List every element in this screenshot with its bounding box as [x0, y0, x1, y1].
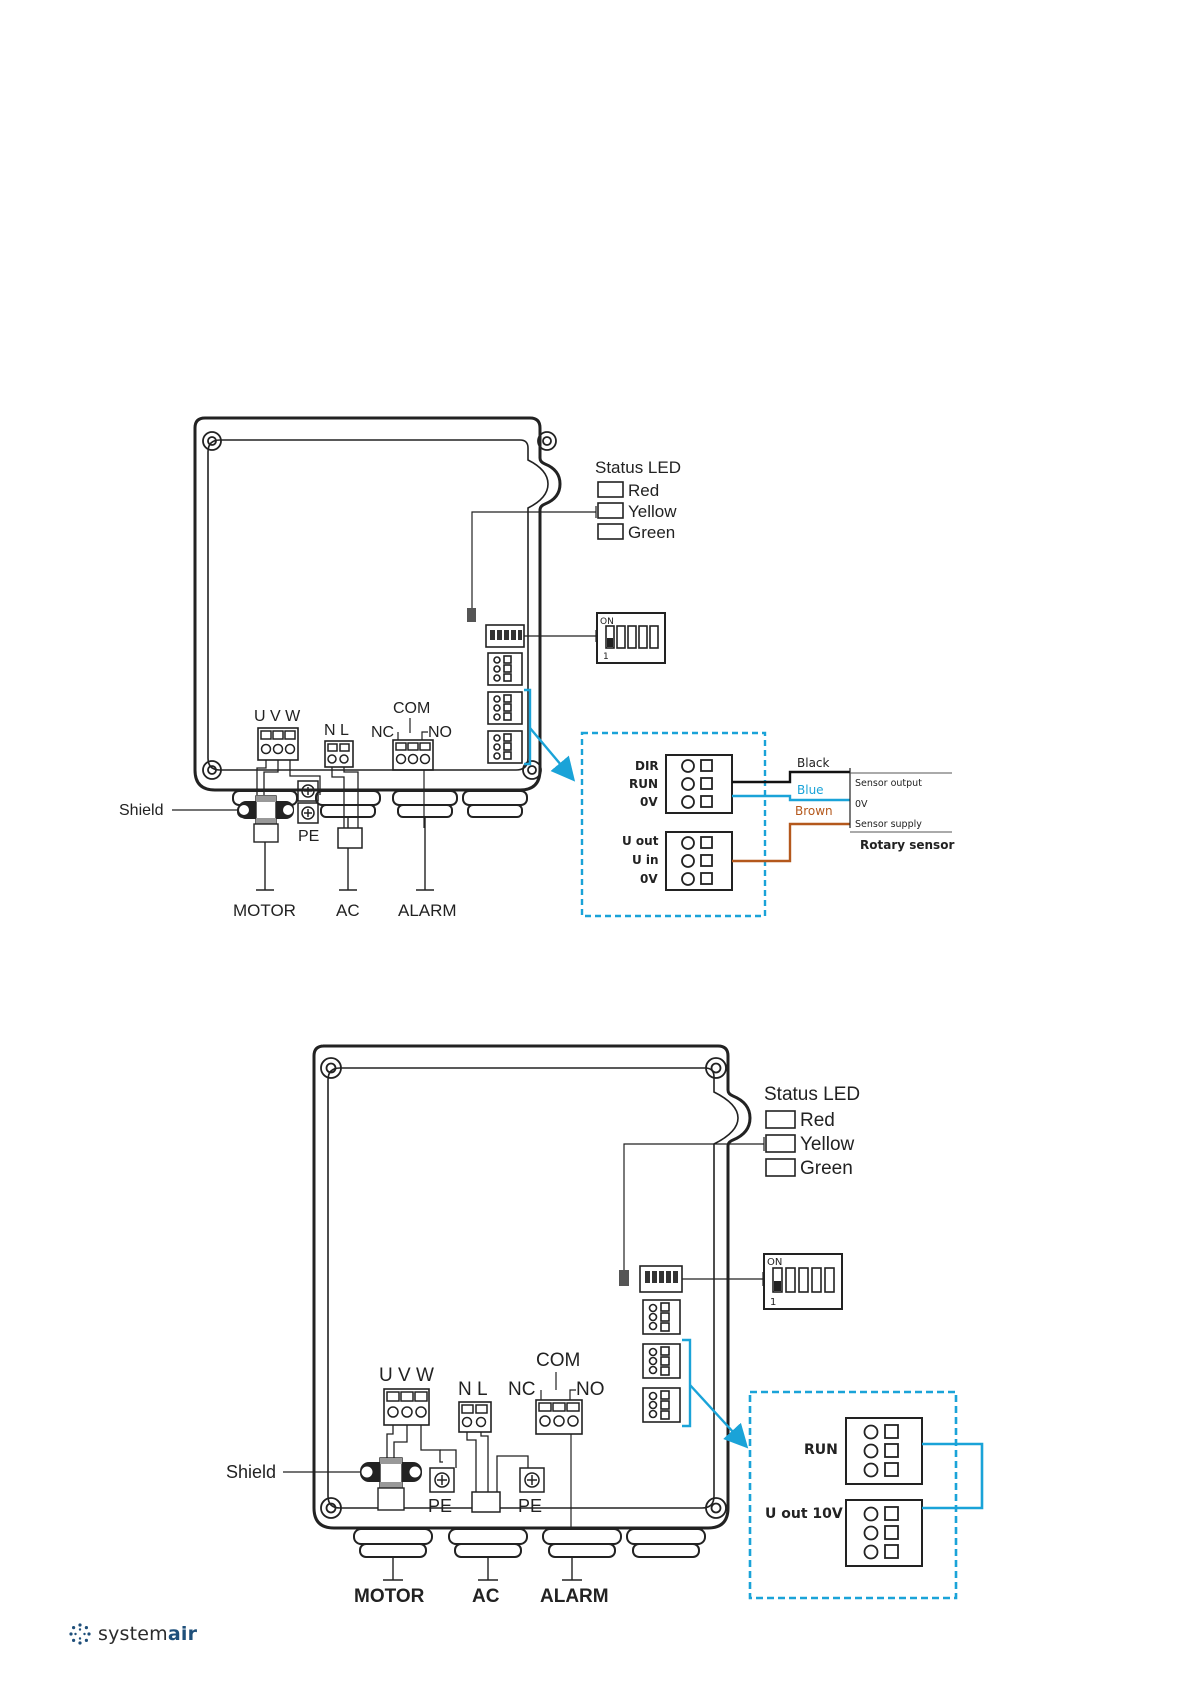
dip-one-label: 1 [770, 1297, 776, 1308]
status-led-legend-2: Status LED Red Yellow Green [619, 1084, 860, 1286]
alarm-no-label: NO [428, 724, 452, 741]
alarm-terminal-1: COM NC NO [371, 700, 452, 828]
sensor-supply-label: Sensor supply [855, 819, 922, 830]
led-green-swatch [766, 1159, 795, 1176]
sensor-0v-label: 0V [855, 799, 868, 810]
led-red-label: Red [628, 481, 659, 500]
motor-label: MOTOR [233, 901, 296, 920]
led-chip [467, 608, 476, 622]
ac-terminal-label: N L [458, 1379, 488, 1400]
pe-terminals-1 [298, 781, 318, 823]
led-yellow-swatch [598, 503, 623, 518]
led-chip [619, 1270, 629, 1286]
led-yellow-label: Yellow [800, 1134, 855, 1155]
zoom-arrow-2 [690, 1385, 745, 1445]
jumper-wire [922, 1444, 982, 1508]
alarm-com-label: COM [393, 700, 430, 717]
pe-label-b: PE [518, 1496, 542, 1516]
terminal-bracket-1 [524, 690, 530, 764]
status-led-title: Status LED [595, 458, 681, 477]
led-yellow-swatch [766, 1135, 795, 1152]
detail-box-1: DIR RUN 0V U out U in 0V [582, 733, 765, 916]
led-green-label: Green [628, 523, 675, 542]
led-green-label: Green [800, 1158, 853, 1179]
pe-label-a: PE [428, 1496, 452, 1516]
systemair-logo-icon [68, 1622, 92, 1646]
brand-name: systemair [98, 1623, 197, 1645]
dip-on-label: ON [767, 1257, 782, 1268]
wire-black-label: Black [797, 756, 830, 770]
led-red-label: Red [800, 1110, 835, 1131]
led-yellow-label: Yellow [628, 502, 677, 521]
rotary-sensor-title: Rotary sensor [860, 838, 954, 852]
detail-uin-label: U in [632, 853, 659, 867]
led-red-swatch [766, 1111, 795, 1128]
brand-name-bold: air [168, 1623, 197, 1645]
shield-clamp-2: Shield [226, 1458, 422, 1510]
status-led-legend-1: Status LED Red Yellow Green [467, 458, 681, 622]
detail-dir-label: DIR [635, 759, 659, 773]
brand-name-light: system [98, 1623, 168, 1645]
brown-wire [732, 824, 850, 861]
dip-one-label: 1 [603, 652, 609, 662]
pe-label: PE [298, 828, 319, 845]
terminal-bracket-2 [682, 1340, 690, 1426]
alarm-no-label: NO [576, 1379, 605, 1400]
enclosure-1 [195, 418, 560, 890]
motor-terminal-1: U V W [254, 708, 320, 795]
wire-blue-label: Blue [797, 783, 824, 797]
cable-glands-2 [354, 1529, 705, 1557]
right-terminals-2 [643, 1300, 680, 1422]
alarm-label: ALARM [398, 901, 457, 920]
ac-label: AC [472, 1586, 500, 1607]
diagram-1: Status LED Red Yellow Green ON [119, 418, 954, 920]
detail-0v-a-label: 0V [640, 795, 658, 809]
ac-terminal-1: N L [324, 722, 362, 848]
dip-switch-1: ON 1 [486, 613, 665, 663]
detail-box-2: RUN U out 10V [750, 1392, 982, 1598]
motor-label: MOTOR [354, 1586, 425, 1607]
sensor-output-label: Sensor output [855, 778, 922, 789]
corner-screws-2 [321, 1058, 726, 1518]
motor-terminal-label: U V W [254, 708, 301, 725]
detail-run-label: RUN [804, 1442, 838, 1458]
led-red-swatch [598, 482, 623, 497]
status-led-title: Status LED [764, 1084, 860, 1105]
ac-label: AC [336, 901, 360, 920]
brand-logo: systemair [68, 1619, 197, 1649]
wire-brown-label: Brown [795, 804, 833, 818]
motor-terminal-label: U V W [379, 1365, 434, 1386]
rotary-sensor-1: Sensor output 0V Sensor supply Rotary se… [850, 778, 954, 852]
diagram-2: Status LED Red Yellow Green ON 1 [226, 1046, 982, 1607]
alarm-nc-label: NC [371, 724, 394, 741]
right-terminals-1 [488, 653, 522, 763]
detail-uout-label: U out [622, 834, 659, 848]
shield-clamp-1: Shield [119, 796, 294, 842]
detail-uout-label: U out 10V [765, 1506, 843, 1522]
black-wire [732, 772, 850, 782]
led-leader-line [472, 512, 596, 608]
shield-label: Shield [226, 1462, 276, 1482]
detail-0v-b-label: 0V [640, 872, 658, 886]
blue-wire [732, 796, 850, 800]
alarm-com-label: COM [536, 1350, 580, 1371]
motor-terminal-2: U V W [379, 1365, 443, 1462]
alarm-label: ALARM [540, 1586, 609, 1607]
shield-label: Shield [119, 802, 163, 819]
alarm-nc-label: NC [508, 1379, 535, 1400]
detail-run-label: RUN [629, 777, 658, 791]
ac-terminal-label: N L [324, 722, 349, 739]
led-green-swatch [598, 524, 623, 539]
